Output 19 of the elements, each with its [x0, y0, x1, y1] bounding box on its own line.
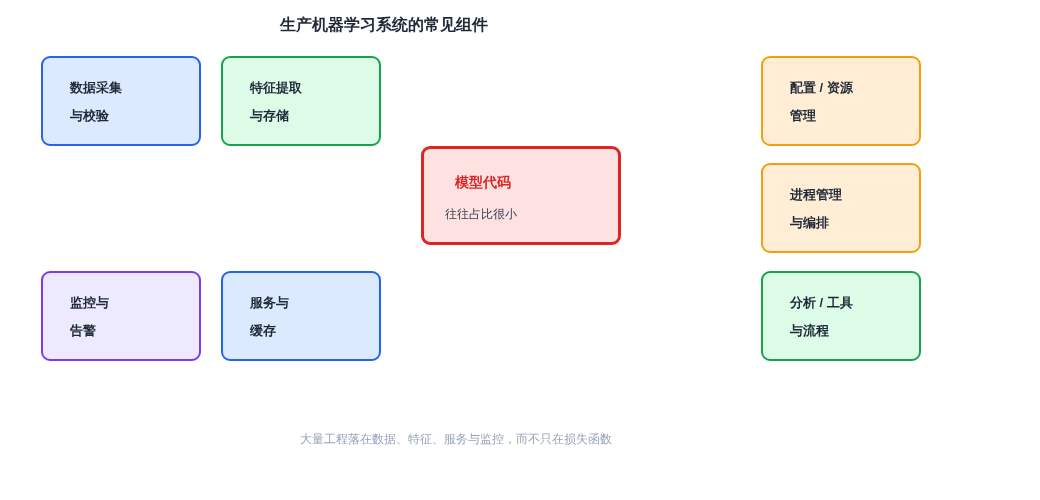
card-label: 进程管理与编排: [790, 186, 843, 232]
component-card: [221, 271, 381, 361]
card-title: 模型代码: [455, 173, 511, 192]
highlight-card: [421, 146, 621, 245]
card-label: 服务与缓存: [250, 294, 290, 340]
card-label: 特征提取与存储: [250, 79, 303, 125]
component-card: [761, 163, 921, 253]
card-note: 往往占比很小: [445, 206, 517, 223]
component-card: [761, 271, 921, 361]
component-card: [761, 56, 921, 146]
card-label: 配置 / 资源管理: [790, 79, 854, 125]
component-card: [41, 271, 201, 361]
component-card: [41, 56, 201, 146]
component-card: [221, 56, 381, 146]
caption-text: 大量工程落在数据、特征、服务与监控，而不只在损失函数: [300, 432, 612, 446]
card-label: 监控与告警: [70, 294, 110, 340]
card-label: 数据采集与校验: [70, 79, 123, 125]
card-label: 分析 / 工具与流程: [790, 294, 854, 340]
diagram-title: 生产机器学习系统的常见组件: [280, 16, 488, 33]
